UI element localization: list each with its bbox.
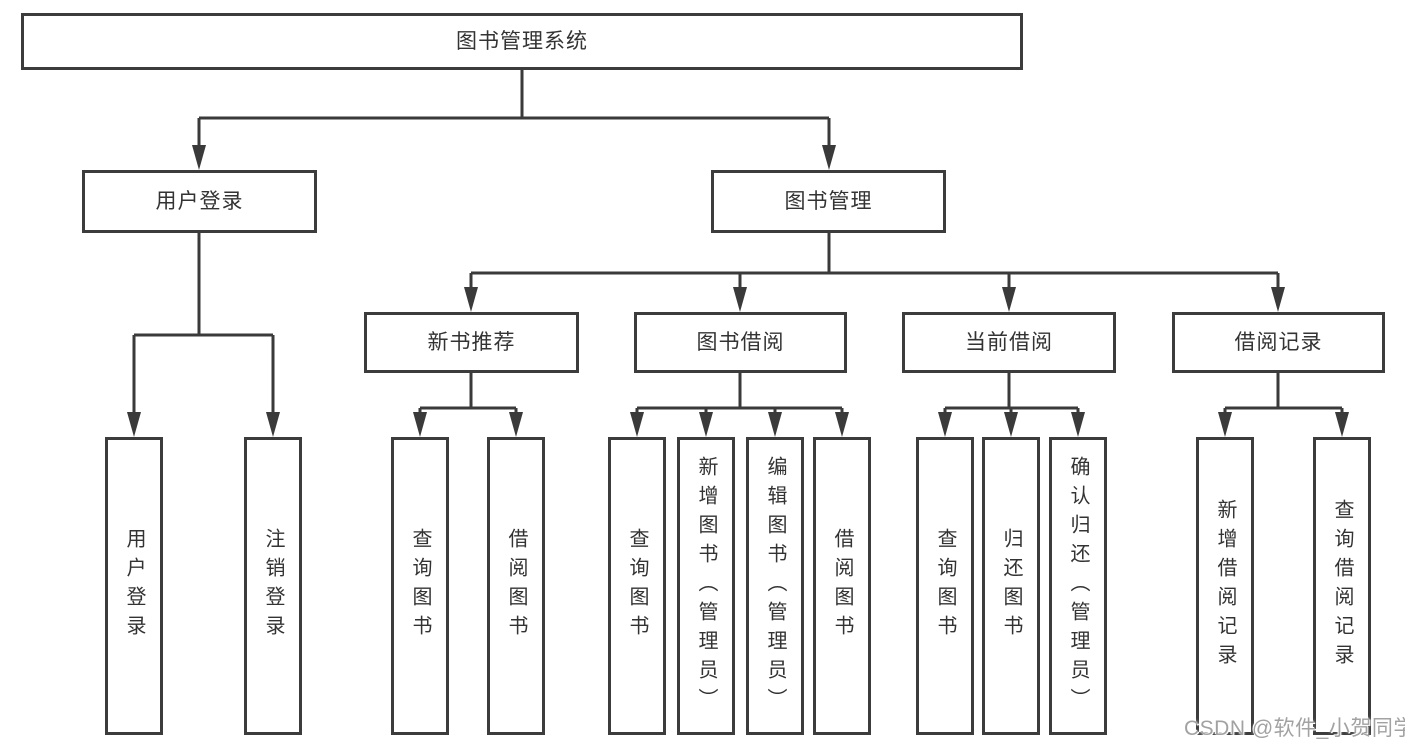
node-book-borrowing: 图书借阅	[634, 312, 847, 373]
node-current-borrowing: 当前借阅	[902, 312, 1116, 373]
node-leaf-edit-book-admin: 编辑图书（管理员）	[746, 437, 804, 735]
node-leaf-query-books-2: 查询图书	[608, 437, 666, 735]
node-leaf-add-borrow-record: 新增借阅记录	[1196, 437, 1254, 735]
node-leaf-logout: 注销登录	[244, 437, 302, 735]
node-leaf-user-login: 用户登录	[105, 437, 163, 735]
node-leaf-confirm-return-admin: 确认归还（管理员）	[1049, 437, 1107, 735]
node-leaf-add-book-admin: 新增图书（管理员）	[677, 437, 735, 735]
node-leaf-borrow-books-1: 借阅图书	[487, 437, 545, 735]
node-leaf-return-book: 归还图书	[982, 437, 1040, 735]
csdn-watermark: CSDN @软件_小贺同学	[1184, 717, 1405, 740]
node-leaf-query-books-3: 查询图书	[916, 437, 974, 735]
node-book-management: 图书管理	[711, 170, 946, 233]
node-leaf-query-books-1: 查询图书	[391, 437, 449, 735]
node-borrowing-records: 借阅记录	[1172, 312, 1385, 373]
node-leaf-borrow-books-2: 借阅图书	[813, 437, 871, 735]
node-leaf-query-borrow-record: 查询借阅记录	[1313, 437, 1371, 735]
node-new-book-recommend: 新书推荐	[364, 312, 579, 373]
node-user-login: 用户登录	[82, 170, 317, 233]
node-library-management-system: 图书管理系统	[21, 13, 1023, 70]
